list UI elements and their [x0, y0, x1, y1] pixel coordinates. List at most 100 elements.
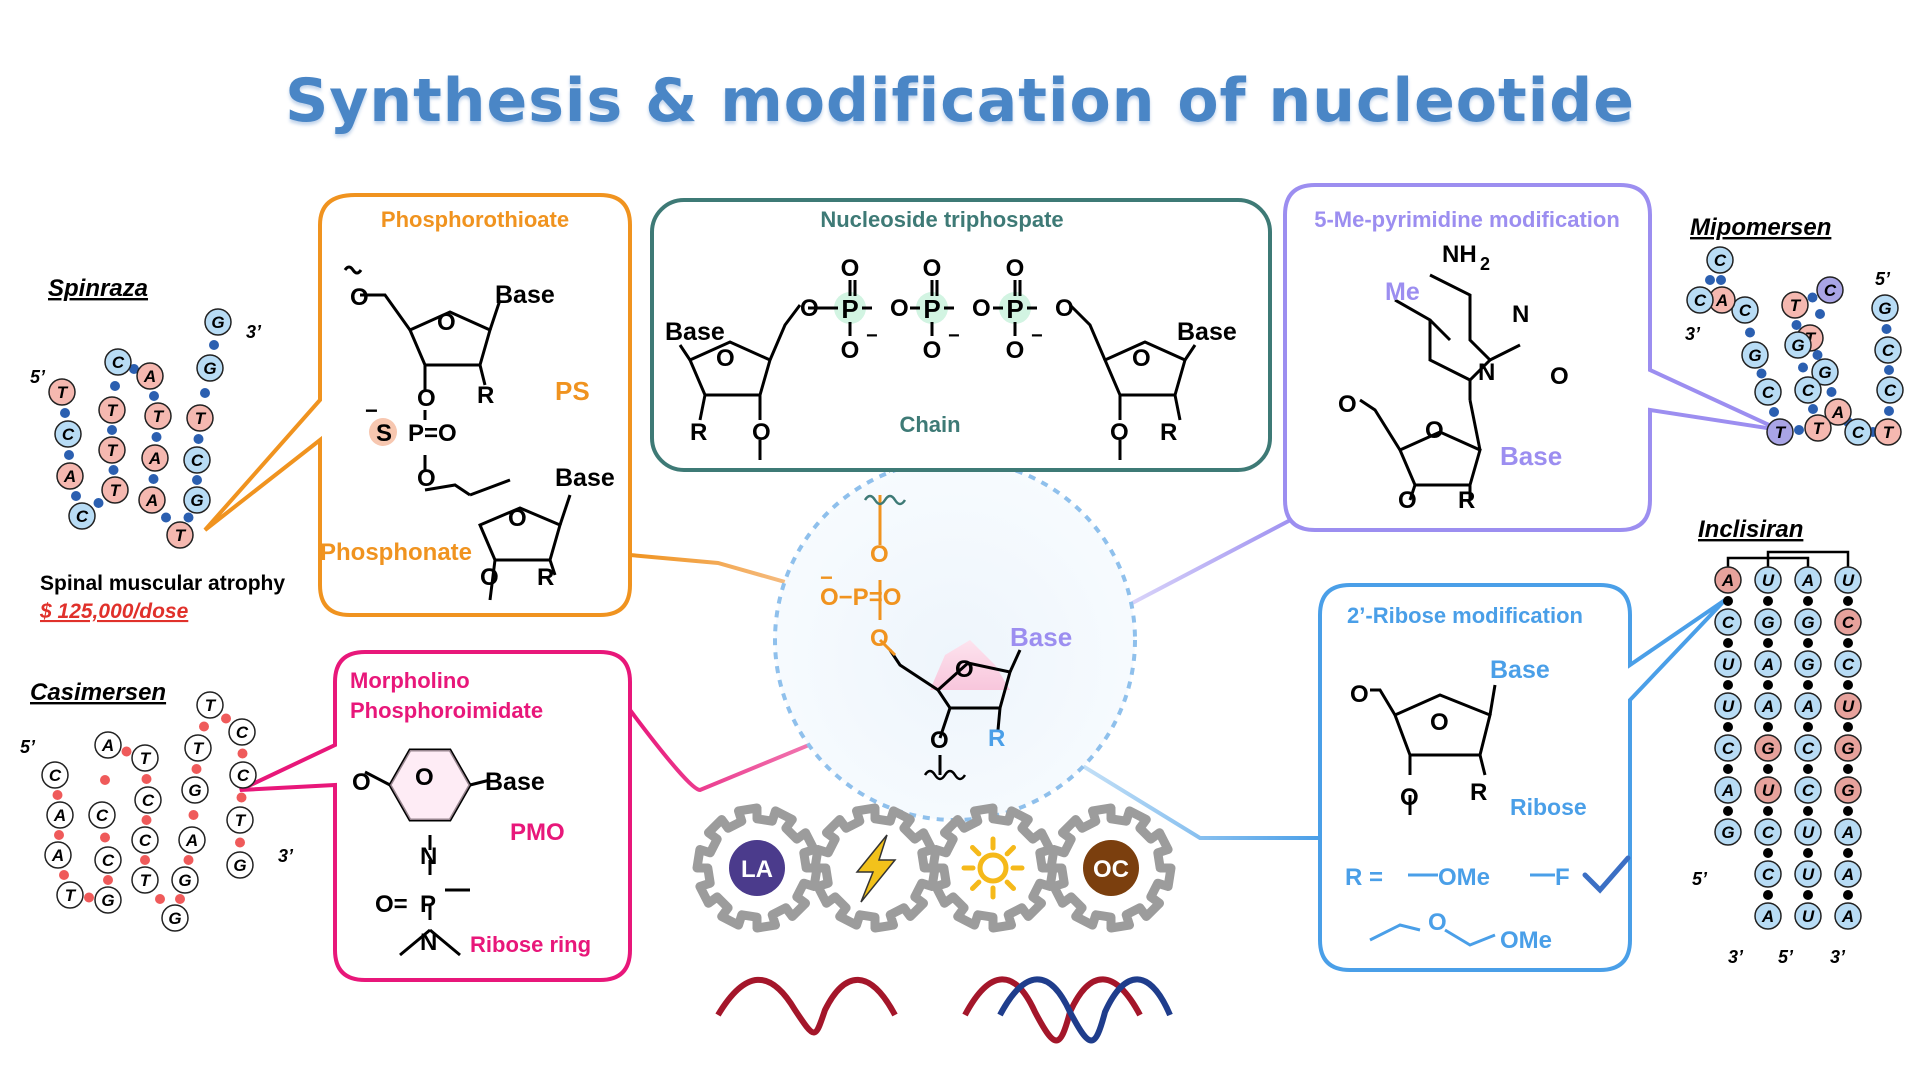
reaction-gears: LA OC — [692, 803, 1176, 933]
center-o-bottom: O — [870, 625, 889, 652]
spinraza-nt-7: T — [98, 396, 126, 424]
ntp-base-1: Base — [665, 318, 725, 346]
me-base: Base — [1500, 441, 1562, 471]
nucleotide-letter: A — [1831, 403, 1844, 422]
me-o-5: O — [1338, 391, 1357, 418]
linkage-dot — [1763, 638, 1773, 648]
nucleotide-letter: G — [1801, 655, 1814, 674]
nucleotide-letter: T — [107, 401, 119, 420]
nucleotide-letter: C — [1802, 781, 1815, 800]
linkage-dot — [1798, 362, 1808, 373]
spinraza-nt-15: C — [183, 446, 211, 474]
spinraza-nt-2: C — [54, 420, 82, 448]
nucleotide-letter: G — [233, 856, 246, 875]
nucleotide-letter: C — [237, 766, 250, 785]
inclisiran-c4-nt-1: U — [1834, 566, 1862, 594]
ntp-o-left: O — [752, 419, 771, 446]
spinraza-nt-8: C — [104, 348, 132, 376]
center-dashed-circle — [773, 458, 1137, 822]
ribose-base: Base — [1490, 656, 1550, 684]
inclisiran-3b: 3’ — [1830, 947, 1846, 967]
ps-r-1: R — [477, 382, 494, 409]
inclisiran-c3-nt-3: G — [1794, 650, 1822, 678]
dna-helix-double — [962, 976, 1173, 1044]
me-methyl: Me — [1385, 278, 1420, 306]
casimersen-nt-15: A — [178, 826, 206, 854]
page-title: Synthesis & modification of nucleotide — [285, 66, 1635, 136]
casimersen-nt-6: C — [94, 846, 122, 874]
linkage-dot — [100, 832, 110, 843]
nucleotide-letter: A — [145, 491, 158, 510]
ribose-f: F — [1555, 864, 1570, 891]
nucleotide-letter: C — [1824, 281, 1837, 300]
nucleotide-letter: T — [107, 441, 119, 460]
pmo-dimethyl-n: N — [420, 929, 437, 956]
linkage-dot — [84, 892, 94, 903]
linkage-dot — [235, 837, 245, 848]
linkage-dot — [60, 408, 70, 418]
nucleotide-letter: A — [53, 806, 66, 825]
center-ring-o: O — [955, 656, 974, 683]
nucleotide-letter: C — [102, 851, 115, 870]
pmo-ring-n: N — [420, 843, 437, 870]
panel-ribose-box — [1318, 583, 1727, 972]
casimersen-nt-17: T — [184, 734, 212, 762]
nucleotide-letter: C — [1842, 655, 1855, 674]
gear-label-1: LA — [741, 856, 773, 883]
inclisiran-c4-nt-7: A — [1834, 818, 1862, 846]
nucleotide-letter: A — [185, 831, 198, 850]
ntp-o-top-1: O — [841, 255, 860, 282]
inclisiran-c2-nt-5: G — [1754, 734, 1782, 762]
nucleotide-letter: G — [190, 491, 203, 510]
linkage-dot — [1843, 806, 1853, 816]
inclisiran-c1-nt-6: A — [1714, 776, 1742, 804]
linkage-dot — [1881, 324, 1892, 334]
inclisiran-c3-nt-9: U — [1794, 902, 1822, 930]
mipomersen-nt-18: A — [1708, 286, 1736, 314]
nucleotide-letter: T — [1813, 419, 1825, 438]
nucleotide-letter: A — [1841, 865, 1854, 884]
gear-badge-1 — [729, 840, 785, 896]
linkage-dot — [149, 391, 159, 401]
casimersen-name: Casimersen — [30, 679, 166, 706]
moe-bonds — [1369, 923, 1496, 947]
nucleotide-letter: A — [1761, 907, 1774, 926]
mipomersen-nt-17: C — [1731, 296, 1759, 324]
nucleotide-letter: T — [140, 871, 152, 890]
spinraza-nt-16: T — [186, 404, 214, 432]
inclisiran-c4-nt-8: A — [1834, 860, 1862, 888]
mipomersen-nt-19: C — [1706, 246, 1734, 274]
ps-o-3: O — [480, 564, 499, 591]
linkage-dot — [1794, 425, 1804, 435]
nucleotide-letter: G — [178, 871, 191, 890]
casimersen-nt-1: C — [41, 761, 69, 789]
nucleotide-letter: C — [49, 766, 62, 785]
inclisiran-c2-nt-3: A — [1754, 650, 1782, 678]
ps-ring-o-2: O — [508, 505, 527, 532]
linkage-dot — [1745, 327, 1755, 338]
me-nh2-sub: 2 — [1480, 254, 1490, 274]
nucleotide-letter: A — [1801, 571, 1814, 590]
inclisiran-5b: 5’ — [1778, 947, 1794, 967]
linkage-dot — [108, 465, 119, 475]
gear-label-4: OC — [1093, 856, 1129, 883]
center-phosphate: O−P=O — [820, 584, 901, 611]
nucleotide-letter: C — [1762, 383, 1775, 402]
casimersen-nt-16: G — [181, 776, 209, 804]
me-title: 5-Me-pyrimidine modification — [1314, 207, 1620, 232]
mipomersen-nt-16: G — [1741, 341, 1769, 369]
linkage-dot — [148, 474, 159, 484]
inclisiran-c1-nt-4: U — [1714, 692, 1742, 720]
ribose-o-3: O — [1400, 784, 1419, 811]
linkage-dot — [1843, 722, 1853, 732]
ntp-p-1: P — [841, 294, 858, 324]
inclisiran-c1-nt-5: C — [1714, 734, 1742, 762]
linkage-dot — [1803, 596, 1813, 606]
casimersen-nt-18: T — [196, 691, 224, 719]
nucleotide-letter: A — [63, 467, 76, 486]
linkage-dot — [1716, 275, 1726, 285]
linkage-dot — [1803, 680, 1813, 690]
center-base: Base — [1010, 622, 1072, 652]
ps-label: PS — [555, 376, 590, 406]
spinraza-nt-12: A — [138, 486, 166, 514]
